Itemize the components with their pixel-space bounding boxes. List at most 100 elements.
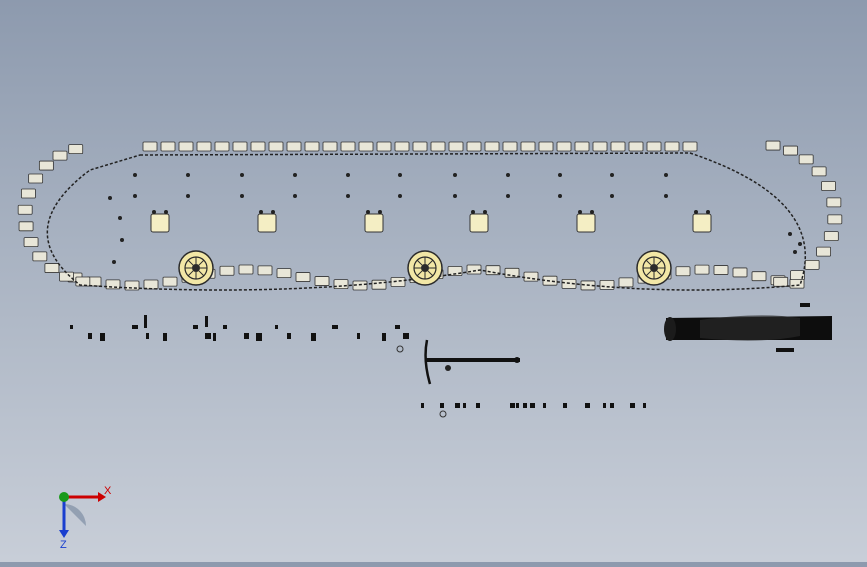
road-wheel-spoke	[187, 259, 194, 266]
road-wheel	[407, 250, 443, 286]
track-shoe	[44, 263, 60, 273]
fastener	[256, 333, 262, 341]
track-shoe	[804, 259, 820, 270]
exploded-fasteners[interactable]	[70, 315, 646, 408]
bolt-hole	[610, 173, 614, 177]
track-shoe	[502, 141, 518, 152]
bracket-bolt	[271, 210, 275, 214]
bolt-hole	[793, 250, 797, 254]
track-shoe	[811, 166, 827, 177]
fastener	[275, 325, 278, 329]
bolt-holes	[108, 173, 802, 264]
track-shoe	[448, 141, 464, 152]
fastener	[610, 403, 614, 408]
bracket	[150, 213, 170, 233]
fastener	[476, 403, 480, 408]
bolt-hole	[453, 173, 457, 177]
track-shoe	[68, 144, 84, 155]
track-brackets[interactable]	[150, 210, 712, 233]
track-shoe	[520, 141, 536, 152]
bolt-hole	[453, 194, 457, 198]
bolt-hole	[398, 173, 402, 177]
track-shoe	[523, 271, 539, 282]
fastener	[421, 403, 424, 408]
track-shoe	[694, 264, 710, 275]
bolt-hole	[798, 242, 802, 246]
bracket-bolt	[590, 210, 594, 214]
bracket-bolt	[164, 210, 168, 214]
track-shoe	[466, 141, 482, 152]
fastener	[516, 403, 519, 408]
fastener	[223, 325, 227, 329]
fastener	[193, 325, 198, 329]
track-shoe	[412, 141, 428, 152]
track-shoe	[238, 264, 254, 275]
track-shoe	[124, 280, 140, 291]
track-shoe	[276, 268, 292, 279]
track-shoe	[142, 141, 158, 152]
track-shoe	[732, 267, 748, 278]
road-wheel-spoke	[416, 270, 423, 277]
fastener	[146, 333, 149, 339]
bracket-bolt	[578, 210, 582, 214]
bolt-hole	[558, 173, 562, 177]
road-wheels[interactable]	[178, 250, 672, 286]
track-shoe	[178, 141, 194, 152]
track-shoe	[38, 160, 54, 171]
track-shoe	[250, 141, 266, 152]
bolt-hole	[108, 196, 112, 200]
track-shoe	[542, 275, 558, 286]
fastener	[244, 333, 249, 339]
track-shoe	[143, 279, 159, 290]
track-shoe	[827, 214, 843, 225]
track-shoe	[376, 141, 392, 152]
bolt-hole	[293, 194, 297, 198]
track-shoe	[295, 272, 311, 282]
z-axis-arrowhead	[59, 530, 69, 538]
road-wheel-spoke	[198, 270, 205, 277]
fastener	[643, 403, 646, 408]
track-shoe	[257, 265, 273, 276]
track-shoe	[219, 265, 235, 276]
fastener	[543, 403, 546, 408]
track-shoe	[17, 204, 33, 215]
bolt-hole	[120, 238, 124, 242]
track-shoe	[783, 145, 798, 156]
fastener	[132, 325, 138, 329]
bolt-hole	[788, 232, 792, 236]
y-axis-dot	[59, 492, 69, 502]
track-shoe	[430, 141, 446, 152]
bracket-bolt	[378, 210, 382, 214]
track-shoe	[628, 141, 644, 152]
fastener	[463, 403, 466, 408]
track-shoe	[821, 181, 836, 191]
coordinate-triad: X Z	[40, 480, 120, 551]
bracket-bolt	[706, 210, 710, 214]
bolt-hole	[133, 173, 137, 177]
track-shoe	[28, 173, 44, 184]
track-shoe	[214, 141, 230, 152]
road-wheel-spoke	[645, 270, 652, 277]
hydraulic-cylinder-part[interactable]	[664, 303, 832, 352]
fastener	[455, 403, 460, 408]
bolt-hole	[346, 194, 350, 198]
track-shoe	[592, 141, 608, 152]
track-shoe	[773, 276, 789, 287]
track-shoe	[358, 141, 374, 152]
bolt-hole	[346, 173, 350, 177]
track-shoe	[556, 141, 572, 152]
tensioner-tool-part[interactable]	[396, 339, 520, 418]
track-shoe	[75, 276, 91, 287]
track-shoe	[798, 154, 814, 165]
bolt-hole	[240, 194, 244, 198]
fastener	[205, 333, 211, 339]
track-shoe	[826, 197, 842, 208]
track-link-line	[46, 152, 806, 291]
track-shoe	[790, 270, 805, 281]
track-shoe	[105, 279, 121, 290]
bracket-bolt	[471, 210, 475, 214]
track-shoe	[646, 141, 662, 152]
bolt-hole	[506, 194, 510, 198]
